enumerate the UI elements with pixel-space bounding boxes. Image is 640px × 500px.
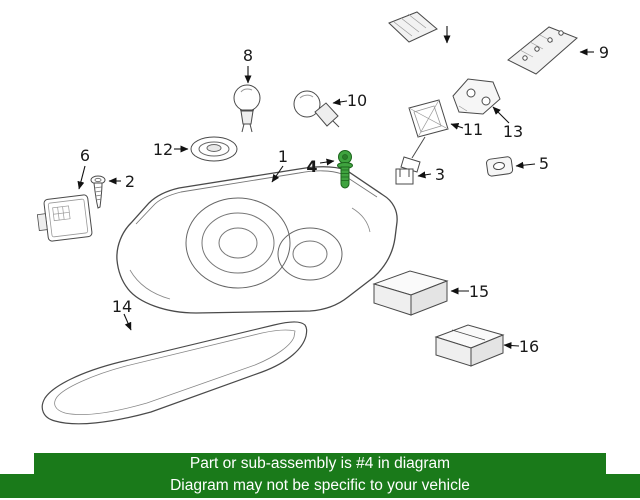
leader-6 <box>77 165 86 190</box>
bulb-8 <box>233 84 261 133</box>
clip-3 <box>395 168 414 185</box>
headlight-housing <box>116 166 398 314</box>
disclaimer-banner: Diagram may not be specific to your vehi… <box>0 474 640 498</box>
leader-1 <box>271 165 284 183</box>
leader-11 <box>450 123 464 130</box>
highlighted-screw-4 <box>337 150 353 189</box>
nut-5 <box>486 156 514 177</box>
bulb-10 <box>293 90 340 128</box>
mounting-bar-9 <box>507 26 578 75</box>
part-label-16[interactable]: 16 <box>519 337 539 356</box>
part-label-13[interactable]: 13 <box>503 122 523 141</box>
leader-5 <box>515 161 536 169</box>
part-label-11[interactable]: 11 <box>463 120 483 139</box>
part-label-14[interactable]: 14 <box>112 297 132 316</box>
leader-lines <box>77 48 594 349</box>
highlight-banner: Part or sub-assembly is #4 in diagram <box>34 453 606 474</box>
leader-16 <box>503 342 520 349</box>
exploded-parts-diagram: 1 2 3 4 5 6 8 9 10 11 12 13 14 15 16 <box>36 11 609 425</box>
part-label-15[interactable]: 15 <box>469 282 489 301</box>
part-label-12[interactable]: 12 <box>153 140 173 159</box>
grommet-12 <box>190 136 238 162</box>
part-label-9[interactable]: 9 <box>599 43 609 62</box>
leader-3 <box>417 171 432 179</box>
part-number-labels: 1 2 3 4 5 6 8 9 10 11 12 13 14 15 16 <box>80 43 609 356</box>
block-16 <box>434 324 505 367</box>
part-label-10[interactable]: 10 <box>347 91 367 110</box>
leader-10 <box>332 98 348 106</box>
bulb-holder-11 <box>400 99 449 173</box>
part-label-3[interactable]: 3 <box>435 165 445 184</box>
control-module-6 <box>36 194 93 242</box>
leader-13 <box>492 106 510 124</box>
part-label-2[interactable]: 2 <box>125 172 135 191</box>
disclaimer-banner-text: Diagram may not be specific to your vehi… <box>170 477 470 494</box>
leader-4 <box>319 158 335 166</box>
part-label-6[interactable]: 6 <box>80 146 90 165</box>
bracket-top <box>388 11 451 44</box>
part-label-4[interactable]: 4 <box>306 157 317 176</box>
part-label-5[interactable]: 5 <box>539 154 549 173</box>
screw-2 <box>90 175 106 209</box>
box-15 <box>372 270 449 316</box>
highlight-banner-text: Part or sub-assembly is #4 in diagram <box>189 455 451 472</box>
info-banners: Part or sub-assembly is #4 in diagram Di… <box>0 453 640 498</box>
bracket-13 <box>452 78 501 115</box>
part-label-1[interactable]: 1 <box>278 147 288 166</box>
lens-cover <box>41 321 308 425</box>
part-label-8[interactable]: 8 <box>243 46 253 65</box>
leader-14 <box>123 313 132 331</box>
